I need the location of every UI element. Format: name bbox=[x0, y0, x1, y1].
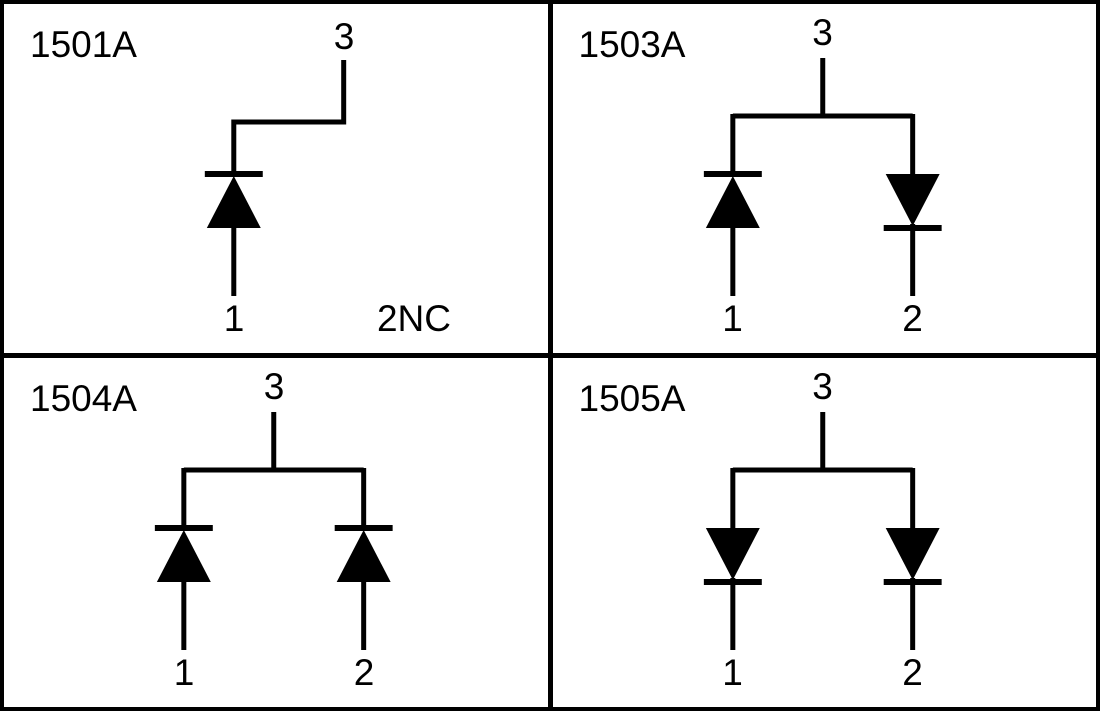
panel-1503a: 1503A 3 1 2 bbox=[552, 4, 1096, 353]
panel-1504a: 1504A 3 1 2 bbox=[4, 358, 548, 707]
part-number: 1504A bbox=[30, 378, 137, 419]
circuit-symbol-1505a bbox=[703, 412, 942, 650]
pin-label-1: 1 bbox=[722, 652, 743, 693]
pin-note-2nc: 2NC bbox=[376, 298, 452, 339]
panel-1505a: 1505A 3 1 2 bbox=[552, 358, 1096, 707]
part-number: 1503A bbox=[578, 24, 686, 65]
pin-label-1: 1 bbox=[722, 298, 743, 339]
pin-label-1: 1 bbox=[173, 652, 195, 693]
pin-label-3: 3 bbox=[812, 12, 833, 53]
pin-label-3: 3 bbox=[812, 366, 833, 407]
pin-label-3: 3 bbox=[333, 16, 355, 57]
circuit-symbol-1504a bbox=[154, 412, 393, 650]
pin-label-2: 2 bbox=[902, 652, 923, 693]
circuit-symbol-1503a bbox=[703, 58, 942, 296]
panel-1501a: 1501A 3 1 2NC bbox=[4, 4, 548, 353]
pin-label-2: 2 bbox=[902, 298, 923, 339]
part-number: 1501A bbox=[30, 24, 137, 65]
pin-label-3: 3 bbox=[263, 366, 285, 407]
pin-label-2: 2 bbox=[353, 652, 375, 693]
part-number: 1505A bbox=[578, 378, 686, 419]
circuit-symbol-1501a bbox=[204, 60, 347, 296]
pin-label-1: 1 bbox=[223, 298, 245, 339]
